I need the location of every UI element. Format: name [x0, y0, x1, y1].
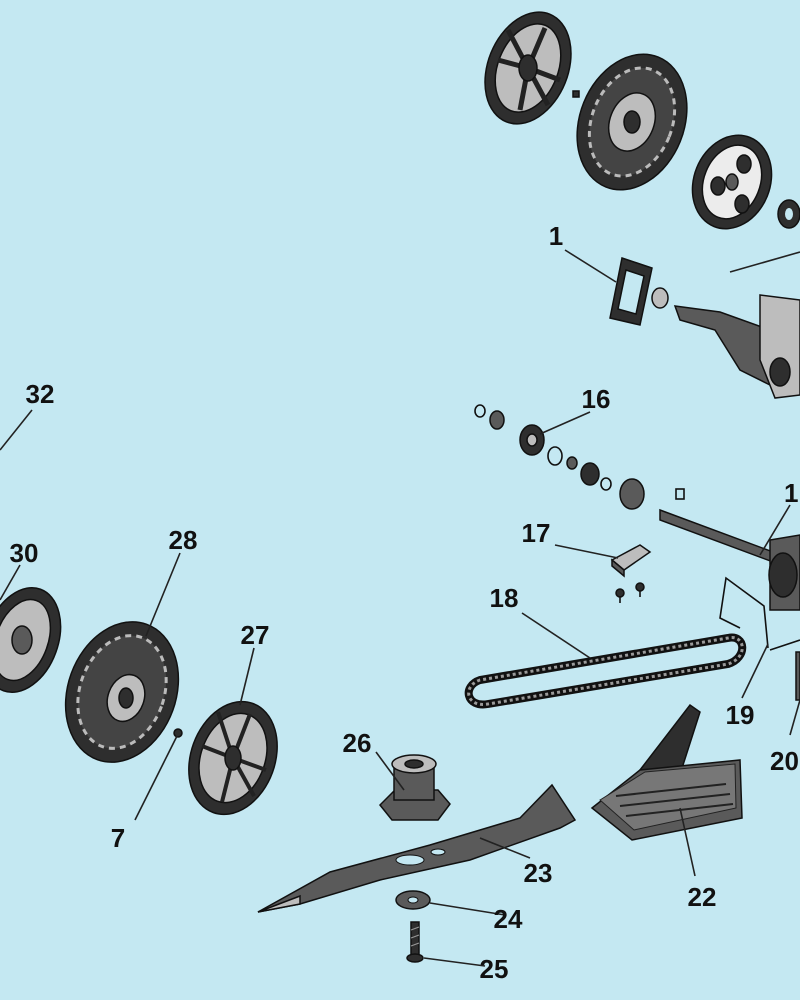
blade-bolt-part [406, 921, 424, 963]
small-bracket-part [610, 544, 652, 603]
part-label-16: 16 [582, 384, 611, 414]
part-label-20: 20 [770, 746, 799, 776]
hub-nut-part [572, 90, 580, 98]
wheel-disc-top-part [691, 134, 773, 230]
part-label-26: 26 [343, 728, 372, 758]
part-label-25: 25 [480, 954, 509, 984]
mulch-deflector-part [590, 703, 743, 841]
gearbox-part [768, 534, 800, 611]
blade-adapter-part [378, 754, 451, 821]
rear-axle-bracket-part [673, 294, 800, 399]
rear-wheel-top-part [576, 53, 688, 191]
part-label-7: 7 [111, 823, 125, 853]
wheel-nut-part [173, 728, 183, 738]
blade-washer-part [395, 890, 431, 910]
front-hubcap-part [188, 700, 278, 816]
part-label-30: 30 [10, 538, 39, 568]
drive-belt-part [464, 633, 747, 709]
part-label-27: 27 [241, 620, 270, 650]
mower-blade-part [257, 783, 577, 913]
part-label-19: 19 [726, 700, 755, 730]
leader-lines [0, 249, 800, 967]
part-labels: 1 16 17 18 19 20 22 23 24 25 26 27 28 30… [10, 221, 799, 984]
drive-shaft-part [659, 508, 800, 573]
part-label-18: 18 [490, 583, 519, 613]
gear-washer-stack-part [474, 404, 685, 510]
front-wheel-part [64, 621, 180, 763]
washer-hole [785, 208, 793, 220]
part-label-1: 1 [549, 221, 563, 251]
part-label-28: 28 [169, 525, 198, 555]
part-label-17: 17 [522, 518, 551, 548]
part-label-32: 32 [26, 379, 55, 409]
wheel-disc-left-part [0, 587, 62, 693]
assembly-line [729, 251, 800, 273]
control-rod-part [719, 576, 800, 651]
part-label-23: 23 [524, 858, 553, 888]
handle-clip-part [609, 257, 669, 326]
part-label-22: 22 [688, 882, 717, 912]
hubcap-top-part [484, 11, 572, 125]
part-20-fragment [795, 651, 800, 701]
part-label-1-right: 1 [784, 478, 798, 508]
part-label-24: 24 [494, 904, 523, 934]
